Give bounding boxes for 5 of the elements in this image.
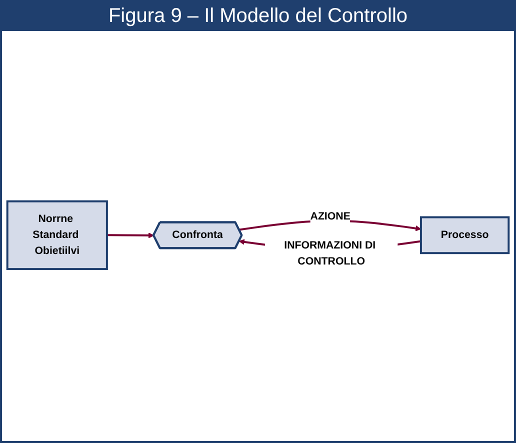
arrow (106, 233, 154, 239)
node-box: Processo (420, 216, 510, 255)
node-box: Norrne Standard Obietiilvi (6, 200, 108, 271)
diagram-title: Figura 9 – Il Modello del Controllo (2, 2, 514, 31)
edge-label: INFORMAZIONI DI CONTROLLO (284, 240, 376, 268)
